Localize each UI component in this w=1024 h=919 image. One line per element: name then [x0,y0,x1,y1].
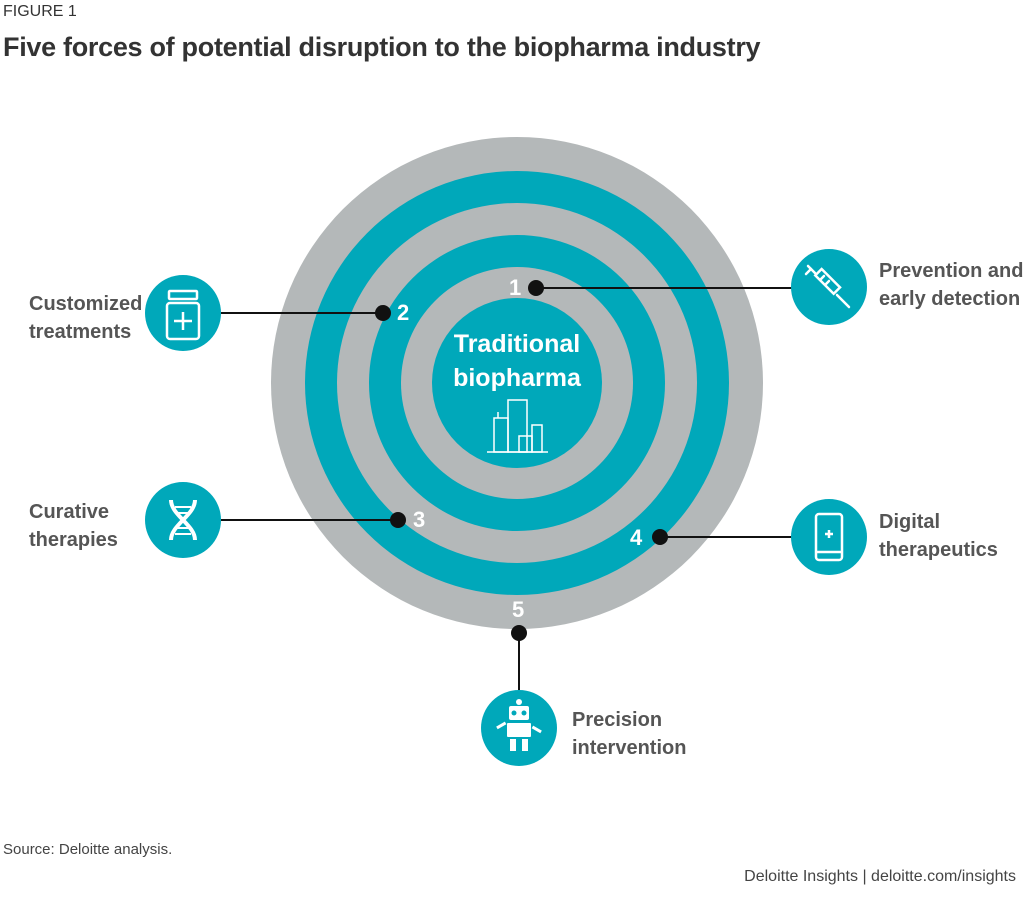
center-label-line1: Traditional [454,330,580,358]
buildings-icon [487,399,548,453]
force-label-line2: therapeutics [879,539,998,561]
force-label-line2: intervention [572,737,687,759]
force-label-line1: Customized [29,293,143,315]
marker-dot-5 [511,625,527,641]
force-label-digital: Digital therapeutics [879,508,998,564]
force-number-2: 2 [397,300,409,325]
force-label-customized: Customized treatments [29,290,142,346]
force-label-prevention: Prevention and early detection [879,257,1023,313]
figure-title: Five forces of potential disruption to t… [3,32,761,62]
marker-dot-2 [375,305,391,321]
force-label-line1: Digital [879,511,941,533]
force-icon-badge-1 [791,249,867,325]
source-note: Source: Deloitte analysis. [3,841,173,858]
force-label-line1: Precision [572,709,663,731]
smartphone-icon [814,512,844,562]
force-number-1: 1 [509,275,521,300]
force-label-line1: Prevention and [879,260,1024,282]
force-number-3: 3 [413,507,425,532]
marker-dot-3 [390,512,406,528]
force-label-precision: Precision intervention [572,706,686,762]
robot-icon [496,699,542,751]
concentric-rings [271,137,763,629]
dna-icon [169,499,197,541]
marker-dot-4 [652,529,668,545]
force-label-curative: Curative therapies [29,498,118,554]
center-core [432,298,602,468]
center-label-line2: biopharma [453,364,582,392]
force-label-line2: treatments [29,321,132,343]
marker-dot-1 [528,280,544,296]
figure-label: FIGURE 1 [3,3,77,20]
footer-credit: Deloitte Insights | deloitte.com/insight… [744,868,1016,885]
syringe-icon [804,264,851,309]
force-label-line2: therapies [29,529,118,551]
force-label-line2: early detection [879,288,1021,310]
force-label-line1: Curative [29,501,110,523]
force-number-4: 4 [630,525,643,550]
medicine-bottle-icon [165,289,201,341]
force-number-5: 5 [512,597,524,622]
